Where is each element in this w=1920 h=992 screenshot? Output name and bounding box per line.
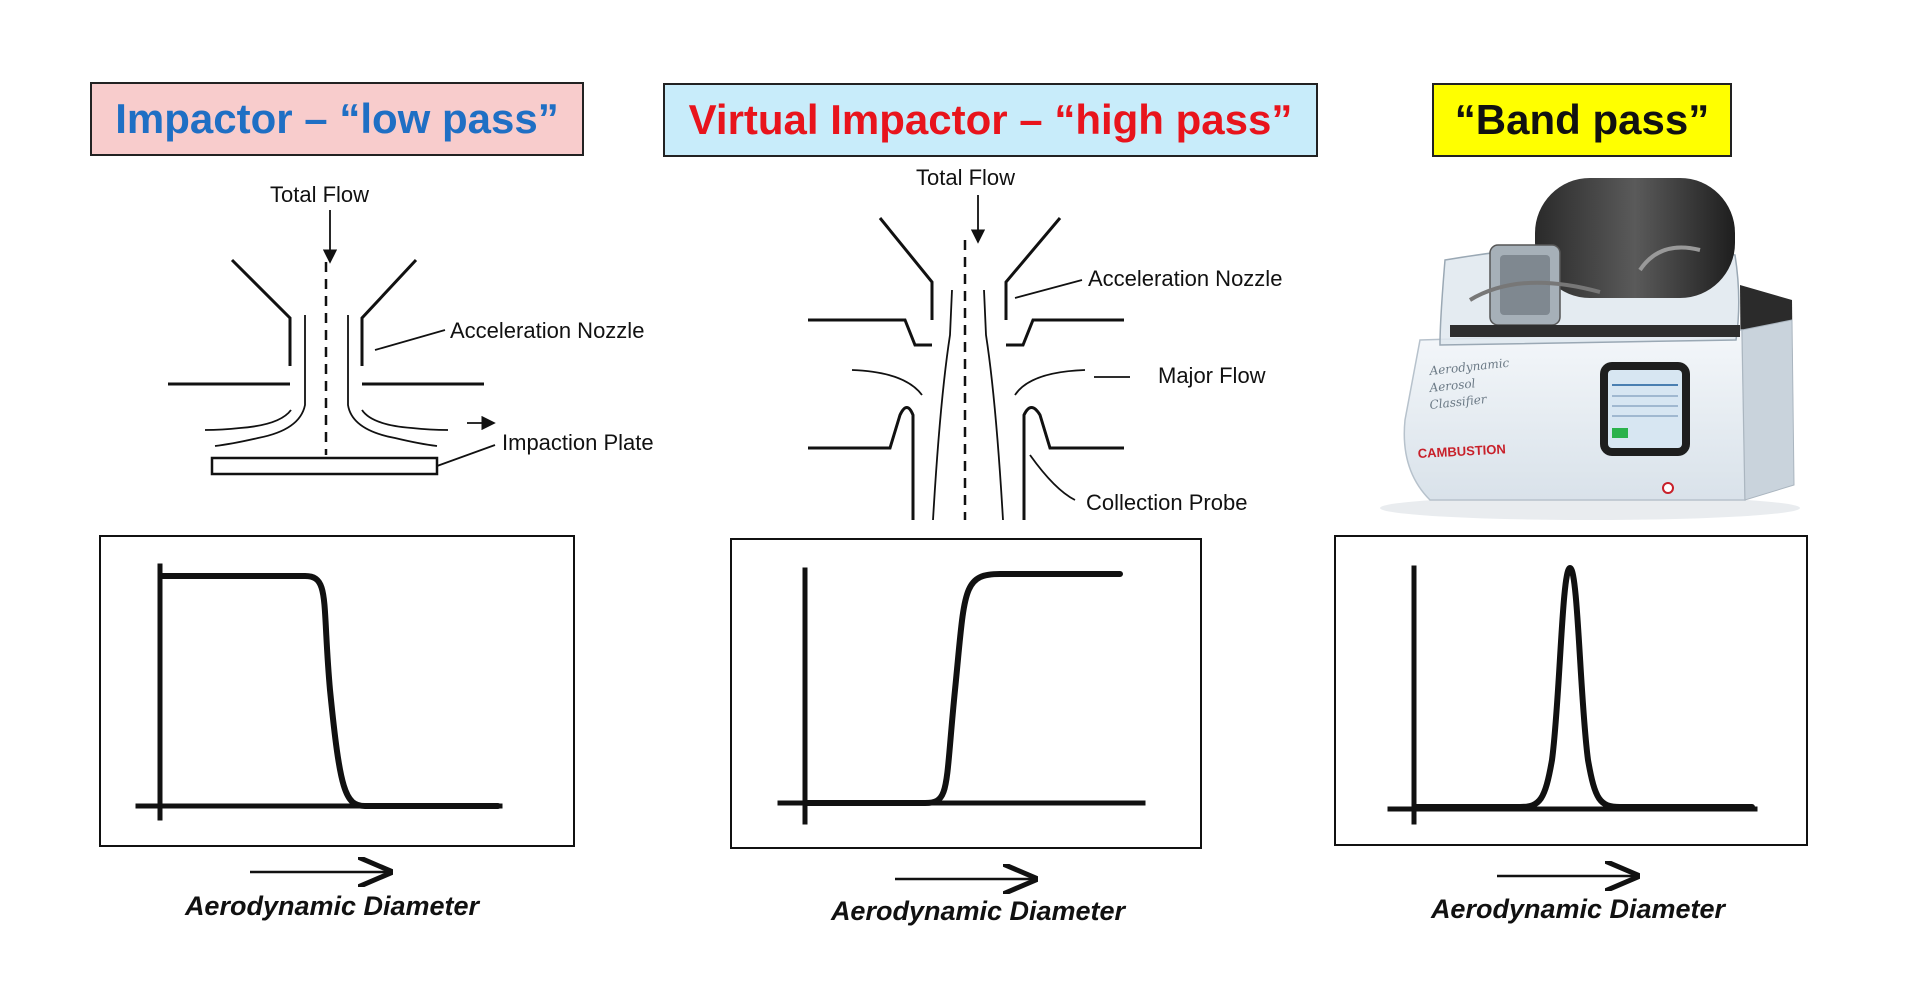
aerodynamic-aerosol-classifier-device: Aerodynamic Aerosol Classifier CAMBUSTIO… bbox=[1380, 178, 1800, 520]
acceleration-nozzle-label-2: Acceleration Nozzle bbox=[1088, 266, 1282, 291]
power-button-icon bbox=[1663, 483, 1673, 493]
graph-frame-3 bbox=[1335, 536, 1807, 845]
acceleration-nozzle-label: Acceleration Nozzle bbox=[450, 318, 644, 343]
device-body bbox=[1404, 330, 1745, 500]
impactor-diagram: Total Flow Acceleration Nozzle Impaction… bbox=[168, 182, 654, 474]
direction-arrows bbox=[250, 872, 1635, 879]
low-pass-curve bbox=[162, 576, 498, 806]
probe-left-wall bbox=[808, 408, 913, 521]
graph-1-xlabel: Aerodynamic Diameter bbox=[184, 891, 481, 921]
major-flow-label: Major Flow bbox=[1158, 363, 1266, 388]
response-curves bbox=[162, 568, 1752, 807]
collection-probe-label: Collection Probe bbox=[1086, 490, 1247, 515]
graph-2-xlabel: Aerodynamic Diameter bbox=[830, 896, 1127, 926]
band-pass-curve bbox=[1416, 568, 1752, 807]
impaction-plate-label: Impaction Plate bbox=[502, 430, 654, 455]
high-pass-curve bbox=[807, 574, 1120, 803]
drum-icon bbox=[1535, 178, 1735, 298]
impaction-plate bbox=[212, 458, 437, 474]
graph-frame-1 bbox=[100, 536, 574, 846]
total-flow-label-2: Total Flow bbox=[916, 165, 1015, 190]
virtual-impactor-diagram: Total Flow Acceleration Nozzle Major Flo… bbox=[808, 165, 1282, 520]
nozzle-right-wall bbox=[362, 260, 416, 366]
graph-3-xlabel: Aerodynamic Diameter bbox=[1430, 894, 1727, 924]
total-flow-label: Total Flow bbox=[270, 182, 369, 207]
nozzle-left-wall bbox=[232, 260, 290, 366]
